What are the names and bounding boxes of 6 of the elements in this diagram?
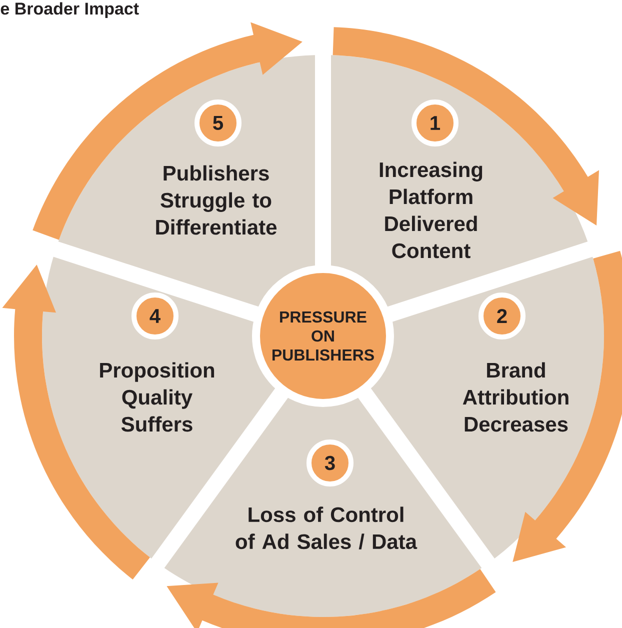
cycle-arrow <box>2 264 150 580</box>
cycle-arrow <box>512 250 622 562</box>
cycle-arrow <box>332 27 600 226</box>
title: e Broader Impact <box>0 2 139 18</box>
cycle-arrow <box>166 568 496 628</box>
cycle-arrow <box>32 22 302 240</box>
